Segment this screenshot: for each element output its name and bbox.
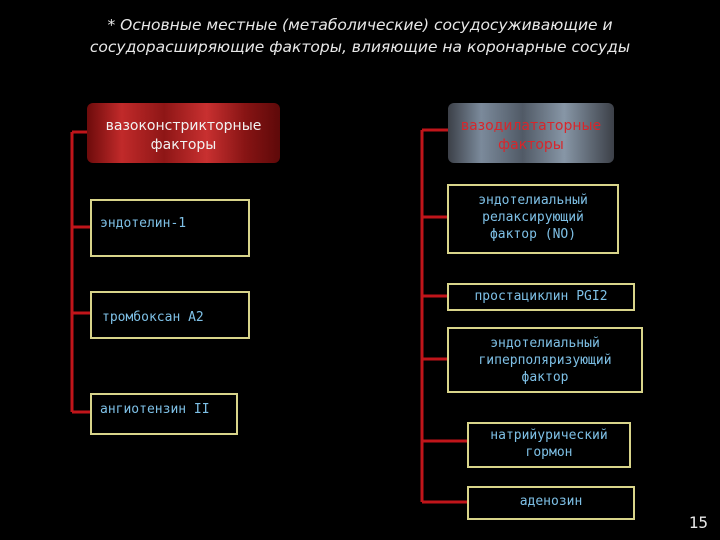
factor-label: натрийурический гормон xyxy=(469,424,629,461)
factor-box-angiotensin: ангиотензин II xyxy=(90,393,238,435)
factor-label: аденозин xyxy=(469,488,633,510)
factor-box-no: эндотелиальный релаксирующий фактор (NO) xyxy=(447,184,619,254)
factor-box-prostacyclin: простациклин PGI2 xyxy=(447,283,635,311)
factor-label: эндотелин-1 xyxy=(92,201,248,232)
page-number: 15 xyxy=(689,513,708,532)
vasodilator-header: вазодилататорные факторы xyxy=(448,103,614,163)
factor-box-endothelin: эндотелин-1 xyxy=(90,199,250,257)
factor-label: ангиотензин II xyxy=(92,395,236,418)
vasoconstrictor-header-label: вазоконстрикторные факторы xyxy=(87,103,280,155)
factor-label: простациклин PGI2 xyxy=(449,285,633,305)
factor-label: эндотелиальный гиперполяризующий фактор xyxy=(449,329,641,386)
factor-box-edhf: эндотелиальный гиперполяризующий фактор xyxy=(447,327,643,393)
vasodilator-header-label: вазодилататорные факторы xyxy=(448,103,614,155)
factor-label: эндотелиальный релаксирующий фактор (NO) xyxy=(449,186,617,243)
vasoconstrictor-header: вазоконстрикторные факторы xyxy=(87,103,280,163)
factor-box-natriuretic: натрийурический гормон xyxy=(467,422,631,468)
factor-label: тромбоксан А2 xyxy=(92,293,248,326)
factor-box-adenosine: аденозин xyxy=(467,486,635,520)
factor-box-thromboxane: тромбоксан А2 xyxy=(90,291,250,339)
